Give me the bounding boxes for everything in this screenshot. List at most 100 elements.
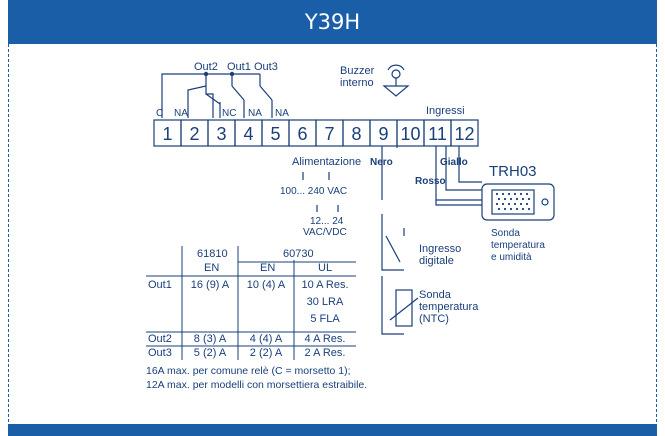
junction-out1: [229, 71, 235, 77]
grille-dot: [495, 202, 499, 206]
relay3-blade: [259, 85, 273, 101]
terminal-number: 2: [189, 124, 199, 144]
footer-bar: [8, 424, 657, 436]
wire-digital: [381, 214, 404, 271]
grille-dot: [525, 202, 529, 206]
grille-dot: [525, 192, 529, 196]
terminal-number: 7: [324, 124, 334, 144]
grille-dot: [509, 197, 513, 201]
grille-dot: [521, 207, 525, 211]
note-line1: 16A max. per comune relè (C = morsetto 1…: [146, 365, 351, 377]
buzzer-label-line2: interno: [340, 77, 374, 89]
label-giallo: Giallo: [440, 157, 468, 168]
label-rosso: Rosso: [415, 176, 446, 187]
grille-dot: [515, 197, 519, 201]
digital-input-line2: digitale: [419, 255, 454, 267]
page-title: Y39H: [304, 10, 361, 34]
terminal-number: 3: [216, 124, 226, 144]
header-60730: 60730: [283, 248, 314, 260]
label-out2: Out2: [194, 61, 218, 73]
ntc-arrow: [389, 297, 419, 321]
wire-rosso-2: [445, 146, 482, 191]
grille-dot: [519, 192, 523, 196]
grille-dot: [509, 207, 513, 211]
row-output-label: Out1: [148, 279, 172, 291]
terminal-number: 5: [270, 124, 280, 144]
wire-bundle: [435, 200, 482, 206]
grille-dot: [497, 197, 501, 201]
wire-out2-contact: [205, 86, 214, 118]
terminal-number: 8: [351, 124, 361, 144]
probe-grille: [495, 192, 531, 211]
cell-ul: 5 FLA: [310, 313, 340, 325]
alimentazione-label: Alimentazione: [292, 156, 361, 168]
cell-ul: 10 A Res.: [301, 279, 348, 291]
label-na-2: NA: [248, 108, 262, 119]
subheader-ul: UL: [318, 262, 332, 274]
terminal-number: 9: [378, 124, 388, 144]
terminal-number: 10: [400, 124, 420, 144]
table-body: Out1 16 (9) A 10 (4) A 10 A Res. 30 LRA 5 FLA…: [148, 279, 349, 359]
grille-dot: [521, 197, 525, 201]
probe-desc-line1: Sonda: [491, 228, 520, 239]
grille-dot: [513, 192, 517, 196]
wire-giallo: [458, 146, 482, 183]
cell-en60730: 10 (4) A: [247, 279, 286, 291]
grille-dot: [507, 202, 511, 206]
buzzer-label-line1: Buzzer: [340, 65, 375, 77]
grille-dot: [495, 192, 499, 196]
buzzer-icon: [382, 64, 410, 97]
cell-en61810: 8 (3) A: [194, 333, 227, 345]
row-output-label: Out2: [148, 333, 172, 345]
junction-out2: [203, 71, 209, 77]
grille-dot: [513, 202, 517, 206]
note-line2: 12A max. per modelli con morsettiera est…: [146, 379, 367, 391]
label-nero: Nero: [370, 157, 393, 168]
relay1-blade: [231, 85, 245, 101]
digital-switch: [385, 235, 401, 263]
header-61810: 61810: [197, 248, 228, 260]
wire-common: [161, 73, 260, 118]
terminal-number: 6: [297, 124, 307, 144]
ntc-probe-line2: temperatura: [419, 301, 479, 313]
cell-ul: 30 LRA: [307, 296, 344, 308]
row-output-label: Out3: [148, 347, 172, 359]
grille-dot: [519, 202, 523, 206]
grille-dot: [527, 197, 531, 201]
grille-dot: [501, 192, 505, 196]
cell-en60730: 4 (4) A: [250, 333, 283, 345]
subheader-en-1: EN: [204, 262, 219, 274]
ntc-resistor: [395, 289, 413, 327]
grille-dot: [507, 192, 511, 196]
ingressi-label: Ingressi: [426, 105, 465, 117]
cell-en61810: 16 (9) A: [191, 279, 230, 291]
grille-dot: [503, 197, 507, 201]
terminal-number: 11: [428, 124, 447, 144]
probe-model: TRH03: [489, 163, 537, 180]
wire-out2-na: [187, 85, 207, 118]
probe-desc-line3: e umidità: [491, 252, 532, 263]
grille-dot: [527, 207, 531, 211]
cell-en61810: 5 (2) A: [194, 347, 227, 359]
alimentazione-dc-line2: VAC/VDC: [303, 227, 347, 238]
terminal-number: 12: [454, 124, 474, 144]
label-c: C: [156, 108, 163, 119]
cell-ul: 2 A Res.: [305, 347, 346, 359]
dashed-border: [8, 44, 657, 422]
label-nc: NC: [222, 108, 236, 119]
label-out3: Out3: [254, 61, 278, 73]
terminal-number: 1: [162, 124, 172, 144]
wiring-diagram: Out2 Out1 Out3 C NA NC NA NA Buzzer inte…: [146, 61, 555, 391]
alimentazione-ac: 100... 240 VAC: [280, 186, 347, 197]
digital-input-line1: Ingresso: [419, 243, 461, 255]
grille-dot: [501, 202, 505, 206]
terminal-number: 4: [243, 124, 253, 144]
label-na-1: NA: [174, 108, 188, 119]
diagram-frame: Y39H Out2 Out1 O: [8, 0, 657, 436]
ntc-probe-line1: Sonda: [419, 289, 452, 301]
relay2-blade: [205, 93, 221, 105]
terminal-cell: [450, 119, 479, 147]
cell-en60730: 2 (2) A: [250, 347, 283, 359]
grille-dot: [497, 207, 501, 211]
